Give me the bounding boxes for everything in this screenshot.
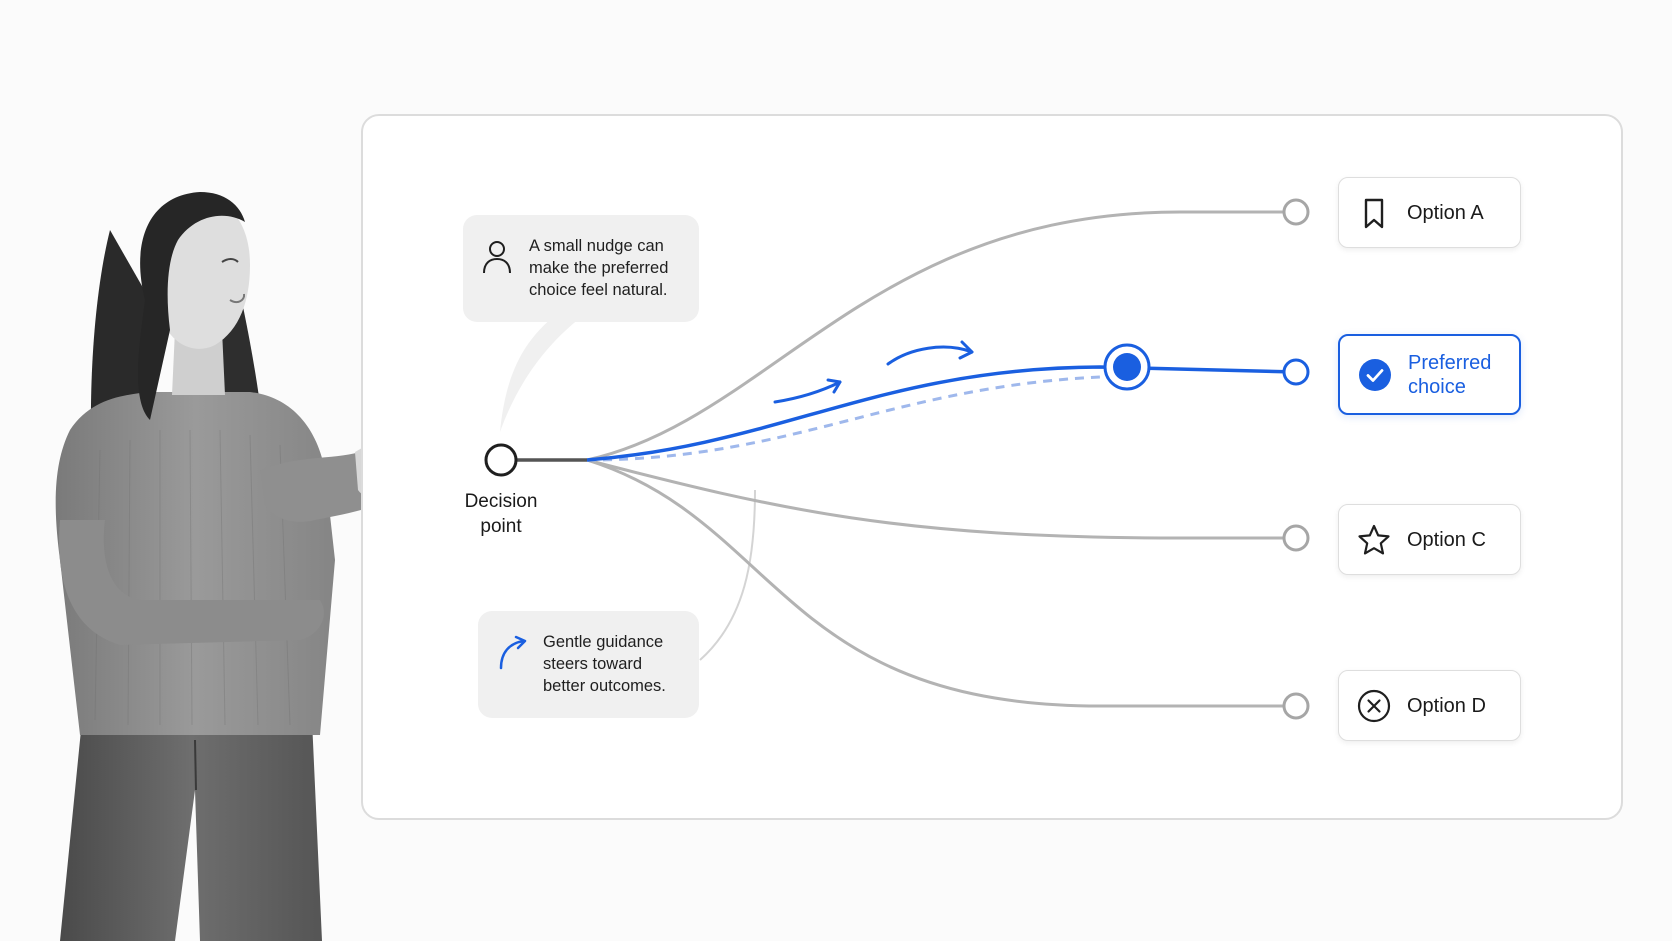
nudge-marker-inner bbox=[1113, 353, 1141, 381]
callout-guidance-text: Gentle guidance steers toward better out… bbox=[543, 633, 666, 695]
option-card-d[interactable]: Option D bbox=[1338, 670, 1521, 741]
path-option-c bbox=[586, 458, 1285, 540]
star-icon bbox=[1358, 524, 1390, 554]
callout-tail-top bbox=[500, 318, 580, 432]
end-node-option-d bbox=[1282, 692, 1310, 720]
preferred-choice-label: Preferred choice bbox=[1408, 351, 1492, 398]
path-alternative-dashed bbox=[586, 374, 1131, 462]
option-c-label: Option C bbox=[1407, 528, 1486, 551]
option-card-preferred[interactable]: Preferred choice bbox=[1338, 334, 1521, 415]
person-icon bbox=[483, 241, 511, 274]
path-preferred bbox=[586, 365, 1297, 462]
check-circle-icon bbox=[1359, 358, 1391, 391]
decision-node bbox=[484, 443, 518, 477]
curved-arrow-icon bbox=[499, 635, 527, 670]
end-node-option-a bbox=[1282, 198, 1310, 226]
option-card-c[interactable]: Option C bbox=[1338, 504, 1521, 575]
callout-nudge: A small nudge can make the preferred cho… bbox=[463, 215, 699, 322]
callout-guidance: Gentle guidance steers toward better out… bbox=[478, 611, 699, 718]
option-a-label: Option A bbox=[1407, 201, 1484, 224]
path-option-d bbox=[586, 458, 1285, 708]
person-illustration bbox=[55, 192, 431, 941]
end-node-option-c bbox=[1282, 524, 1310, 552]
callout-nudge-text: A small nudge can make the preferred cho… bbox=[529, 237, 669, 299]
end-node-preferred bbox=[1282, 358, 1310, 386]
bookmark-icon bbox=[1364, 198, 1384, 228]
option-d-label: Option D bbox=[1407, 694, 1486, 717]
path-option-a bbox=[586, 210, 1285, 462]
option-card-a[interactable]: Option A bbox=[1338, 177, 1521, 248]
nudge-arrow-1 bbox=[773, 378, 842, 404]
callout-connector-bottom bbox=[699, 489, 756, 661]
nudge-arrow-2 bbox=[886, 340, 974, 366]
x-circle-icon bbox=[1357, 689, 1391, 722]
decision-point-label: Decision point bbox=[464, 491, 538, 537]
